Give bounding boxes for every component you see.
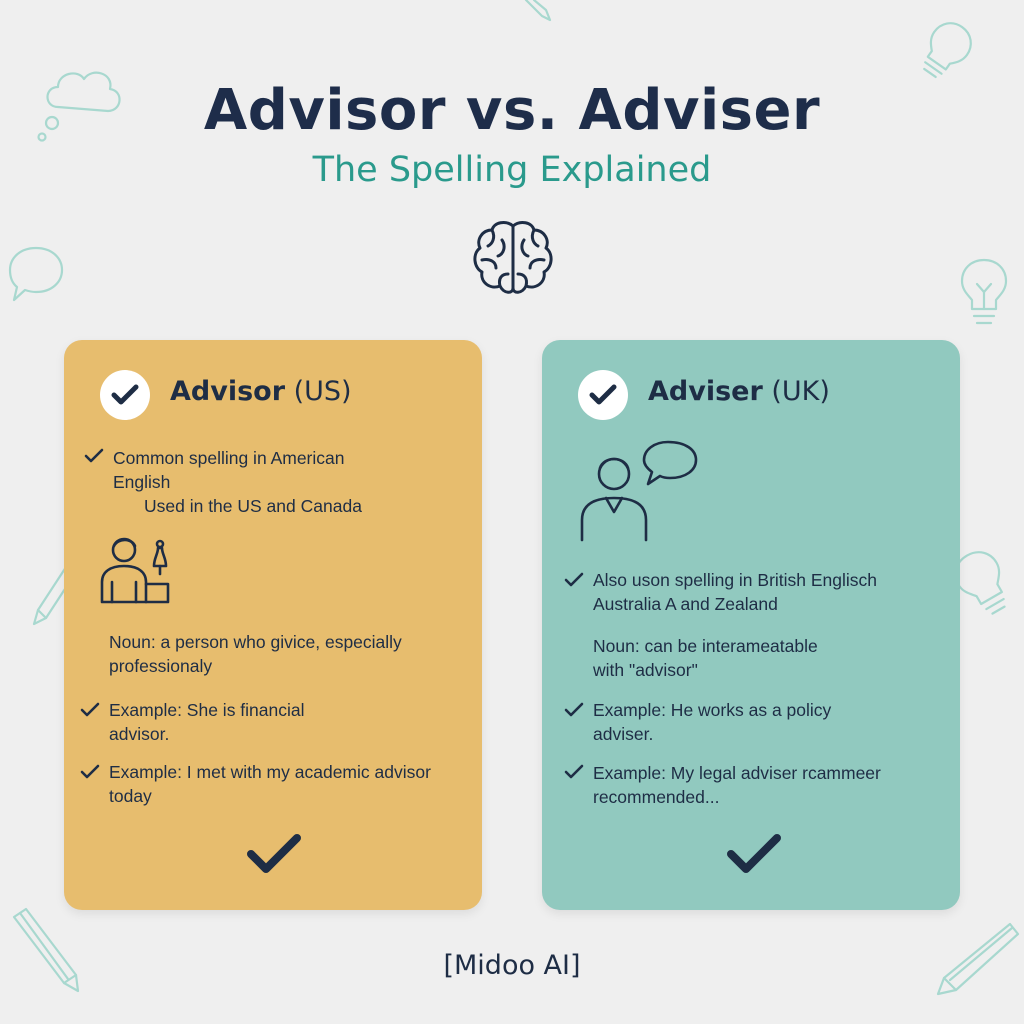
us-example-1-line-1: Example: She is financial [109, 700, 305, 720]
lightbulb-icon [960, 258, 1008, 325]
uk-example-1-line-2: adviser. [593, 724, 654, 744]
checkmark-badge [100, 370, 150, 420]
uk-noun-line-1: Noun: can be interameatable [593, 636, 818, 656]
checkmark-icon [727, 834, 781, 873]
checkmark-icon [111, 384, 139, 405]
us-noun-line-1: Noun: a person who givice, especially [109, 632, 402, 652]
advisor-us-card: Advisor (US) Common spelling in American… [64, 340, 482, 910]
checkmark-icon [564, 764, 584, 779]
us-example-2-line-1: Example: I met with my academic advisor [109, 762, 431, 782]
card-title: Advisor (US) [170, 376, 352, 407]
card-title-word: Advisor [170, 376, 286, 407]
speech-bubble-icon [8, 246, 64, 302]
checkmark-icon [564, 572, 584, 587]
uk-example-1-line-1: Example: He works as a policy [593, 700, 832, 720]
person-icon [100, 537, 170, 604]
brand-label: [Midoo AI] [443, 950, 581, 981]
checkmark-icon [247, 834, 301, 873]
card-title-region: (US) [293, 376, 352, 407]
us-example-1-line-2: advisor. [109, 724, 170, 744]
card-title-word: Adviser [648, 376, 763, 407]
card-title-region: (UK) [771, 376, 830, 407]
uk-point-line-2: Australia A and Zealand [593, 594, 778, 614]
pencil-icon [12, 907, 80, 993]
us-point-line-1: Common spelling in American [113, 448, 345, 468]
checkmark-icon [84, 448, 104, 463]
checkmark-icon [80, 702, 100, 717]
checkmark-badge [578, 370, 628, 420]
uk-noun-line-2: with "advisor" [593, 660, 698, 680]
us-example-2-line-2: today [109, 786, 152, 806]
card-title: Adviser (UK) [648, 376, 830, 407]
pencil-icon [524, 0, 552, 22]
us-point-line-2: English [113, 472, 171, 492]
uk-example-2-line-2: recommended... [593, 787, 720, 807]
uk-example-2-line-1: Example: My legal adviser rcammeer [593, 763, 881, 783]
us-point-line-3: Used in the US and Canada [144, 496, 362, 516]
checkmark-icon [80, 764, 100, 779]
brain-icon [473, 221, 553, 294]
person-speech-icon [580, 440, 698, 542]
uk-point-line-1: Also uson spelling in British Englisch [593, 570, 878, 590]
checkmark-icon [589, 384, 617, 405]
checkmark-icon [564, 702, 584, 717]
page-subtitle: The Spelling Explained [312, 150, 712, 190]
lightbulb-icon [923, 22, 972, 79]
page-title: Advisor vs. Adviser [203, 78, 821, 143]
us-noun-line-2: professionaly [109, 656, 213, 676]
thought-cloud-icon [37, 71, 121, 142]
adviser-uk-card: Adviser (UK) Also uson spelling in Briti… [542, 340, 960, 910]
lightbulb-icon [954, 551, 1006, 615]
pencil-icon [936, 922, 1020, 996]
